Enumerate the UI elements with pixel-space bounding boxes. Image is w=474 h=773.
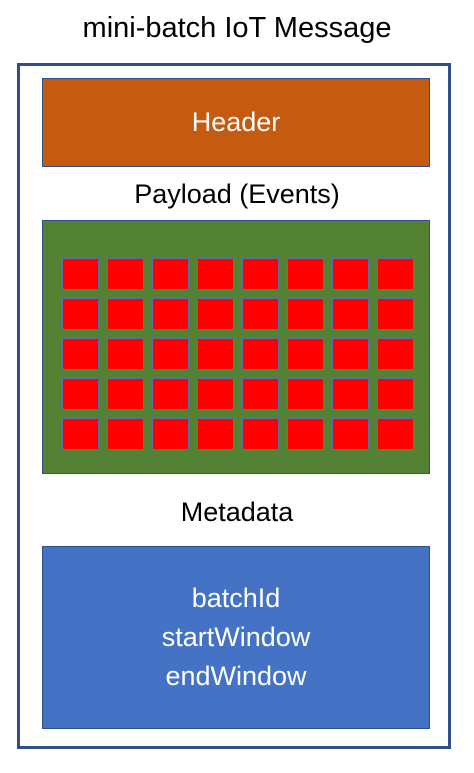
event-cell [107,258,144,290]
event-cell [107,418,144,450]
event-cell [62,258,99,290]
event-grid [62,258,414,450]
event-cell [332,258,369,290]
event-cell [377,418,414,450]
event-cell [287,298,324,330]
event-cell [107,298,144,330]
payload-block [42,220,430,474]
event-cell [287,378,324,410]
diagram-title: mini-batch IoT Message [82,12,392,44]
event-cell [377,378,414,410]
metadata-field-end-window: endWindow [165,661,307,691]
event-cell [197,418,234,450]
event-cell [332,418,369,450]
event-cell [62,298,99,330]
metadata-block: batchId startWindow endWindow [42,546,430,729]
event-cell [152,338,189,370]
event-cell [287,338,324,370]
event-cell [62,338,99,370]
event-cell [332,338,369,370]
header-label: Header [191,107,281,137]
event-cell [107,378,144,410]
event-cell [242,378,279,410]
event-cell [197,338,234,370]
header-block: Header [42,78,430,167]
event-cell [377,338,414,370]
metadata-label: Metadata [180,497,294,527]
event-cell [197,258,234,290]
event-cell [332,298,369,330]
event-cell [152,418,189,450]
payload-label: Payload (Events) [134,179,340,209]
event-cell [242,298,279,330]
event-cell [152,258,189,290]
event-cell [287,258,324,290]
message-frame [17,63,451,749]
event-cell [377,258,414,290]
event-cell [107,338,144,370]
event-cell [242,338,279,370]
event-cell [62,378,99,410]
event-cell [242,258,279,290]
event-cell [62,418,99,450]
metadata-field-start-window: startWindow [161,622,311,652]
event-cell [332,378,369,410]
metadata-field-batch-id: batchId [191,583,281,613]
event-cell [152,298,189,330]
event-cell [377,298,414,330]
event-cell [197,378,234,410]
event-cell [287,418,324,450]
event-cell [197,298,234,330]
event-cell [152,378,189,410]
event-cell [242,418,279,450]
